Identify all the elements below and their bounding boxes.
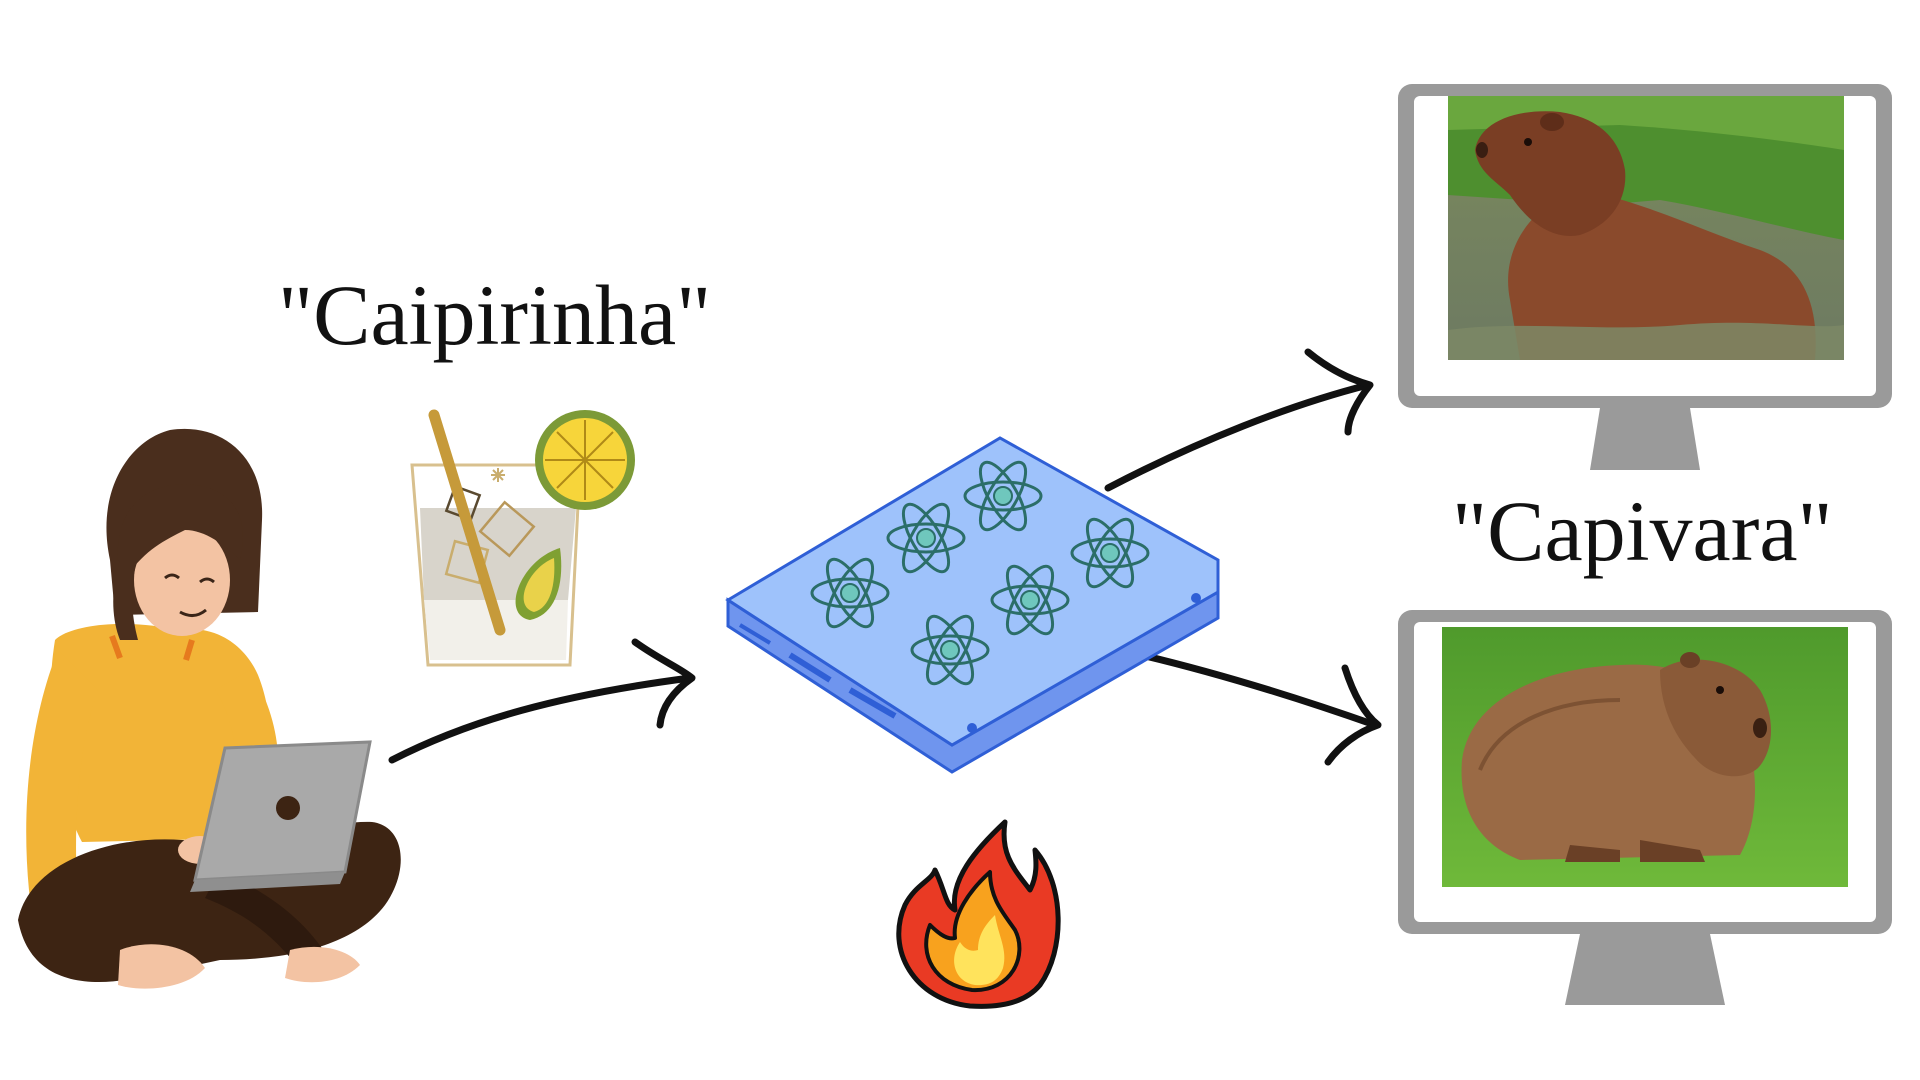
fire-icon [896, 819, 1061, 1009]
monitor-capybara-in-water [1398, 84, 1892, 470]
caipirinha-glass-icon [410, 409, 635, 667]
capybara-water-photo [1448, 96, 1844, 360]
capybara-grass-photo [1442, 627, 1848, 887]
arrow-user-to-model [388, 638, 696, 764]
caipirinha-label: "Caipirinha" [278, 267, 712, 363]
person-with-laptop-icon [18, 428, 401, 989]
monitor-capybara-on-grass [1398, 610, 1892, 1005]
capivara-label: "Capivara" [1452, 483, 1833, 579]
arrow-model-to-top-monitor [1104, 348, 1374, 492]
ssd-neural-chip-icon [725, 436, 1220, 774]
arrow-model-to-bottom-monitor [1116, 646, 1382, 766]
